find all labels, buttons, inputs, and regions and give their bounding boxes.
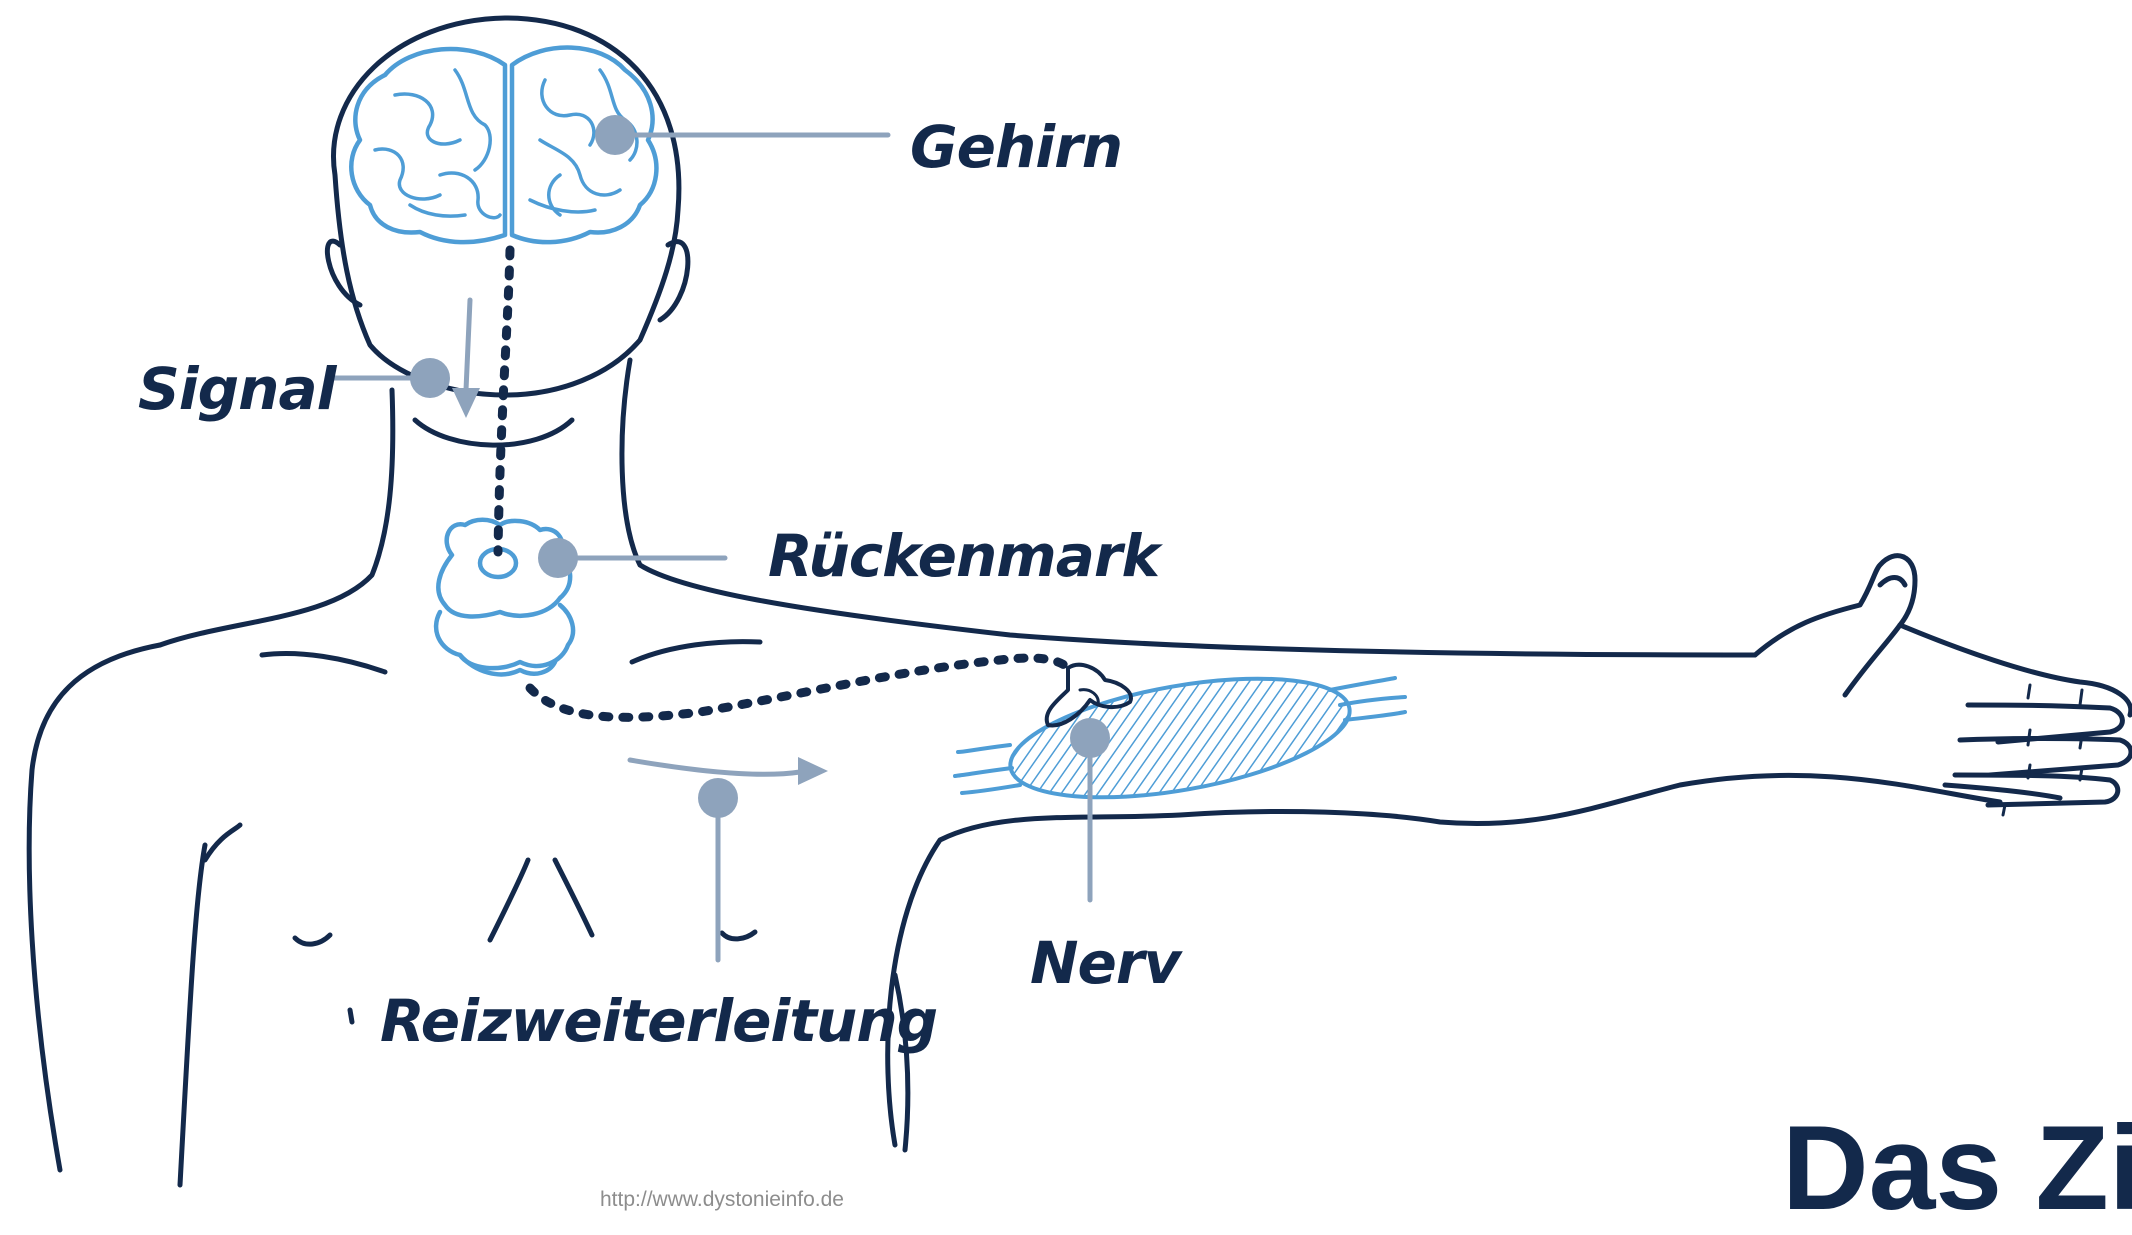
nerve-pathways: [498, 250, 1068, 717]
signal-arrow-head: [452, 388, 480, 418]
torso-right-small: [350, 1010, 352, 1022]
label-nerve: Nerv: [1030, 934, 1180, 992]
signal-arrow-shaft: [466, 300, 470, 390]
source-url: http://www.dystonieinfo.de: [600, 1188, 844, 1212]
body-outline: [29, 18, 2131, 1185]
left-clavicle: [262, 654, 385, 672]
slide-title-fragment: Das Zi: [1782, 1108, 2132, 1228]
right-clavicle: [632, 642, 760, 662]
callout-dot-brain: [595, 115, 635, 155]
thumb-nail: [1880, 578, 1905, 586]
nerve-path-cord-to-muscle: [530, 658, 1068, 717]
finger-2: [1960, 739, 2131, 776]
palm: [1900, 625, 2131, 715]
transmission-arrow-shaft: [630, 760, 800, 774]
jaw-line: [415, 420, 572, 445]
left-nipple: [295, 935, 330, 944]
nerve-path-brain-to-cord: [498, 250, 510, 552]
sternum-right: [555, 860, 592, 935]
neck-right: [622, 360, 1755, 655]
torso-left: [180, 845, 205, 1185]
label-brain: Gehirn: [910, 118, 1122, 176]
neck-left: [160, 390, 393, 645]
callout-dot-signal: [410, 358, 450, 398]
callout-dot-spinal-cord: [538, 538, 578, 578]
label-spinal-cord: Rückenmark: [768, 527, 1159, 585]
muscle: [955, 657, 1405, 819]
label-signal-transmission: Reizweiterleitung: [380, 992, 937, 1050]
muscle-belly: [1002, 657, 1359, 819]
transmission-arrow-head: [798, 757, 828, 785]
muscle-tendons-left: [955, 745, 1020, 793]
label-signal: Signal: [138, 350, 338, 428]
right-nipple: [722, 932, 755, 939]
callout-dot-transmission: [698, 778, 738, 818]
sternum-left: [490, 860, 528, 940]
callout-dot-nerve: [1070, 718, 1110, 758]
left-shoulder: [29, 645, 160, 1170]
armpit-left: [205, 825, 240, 860]
